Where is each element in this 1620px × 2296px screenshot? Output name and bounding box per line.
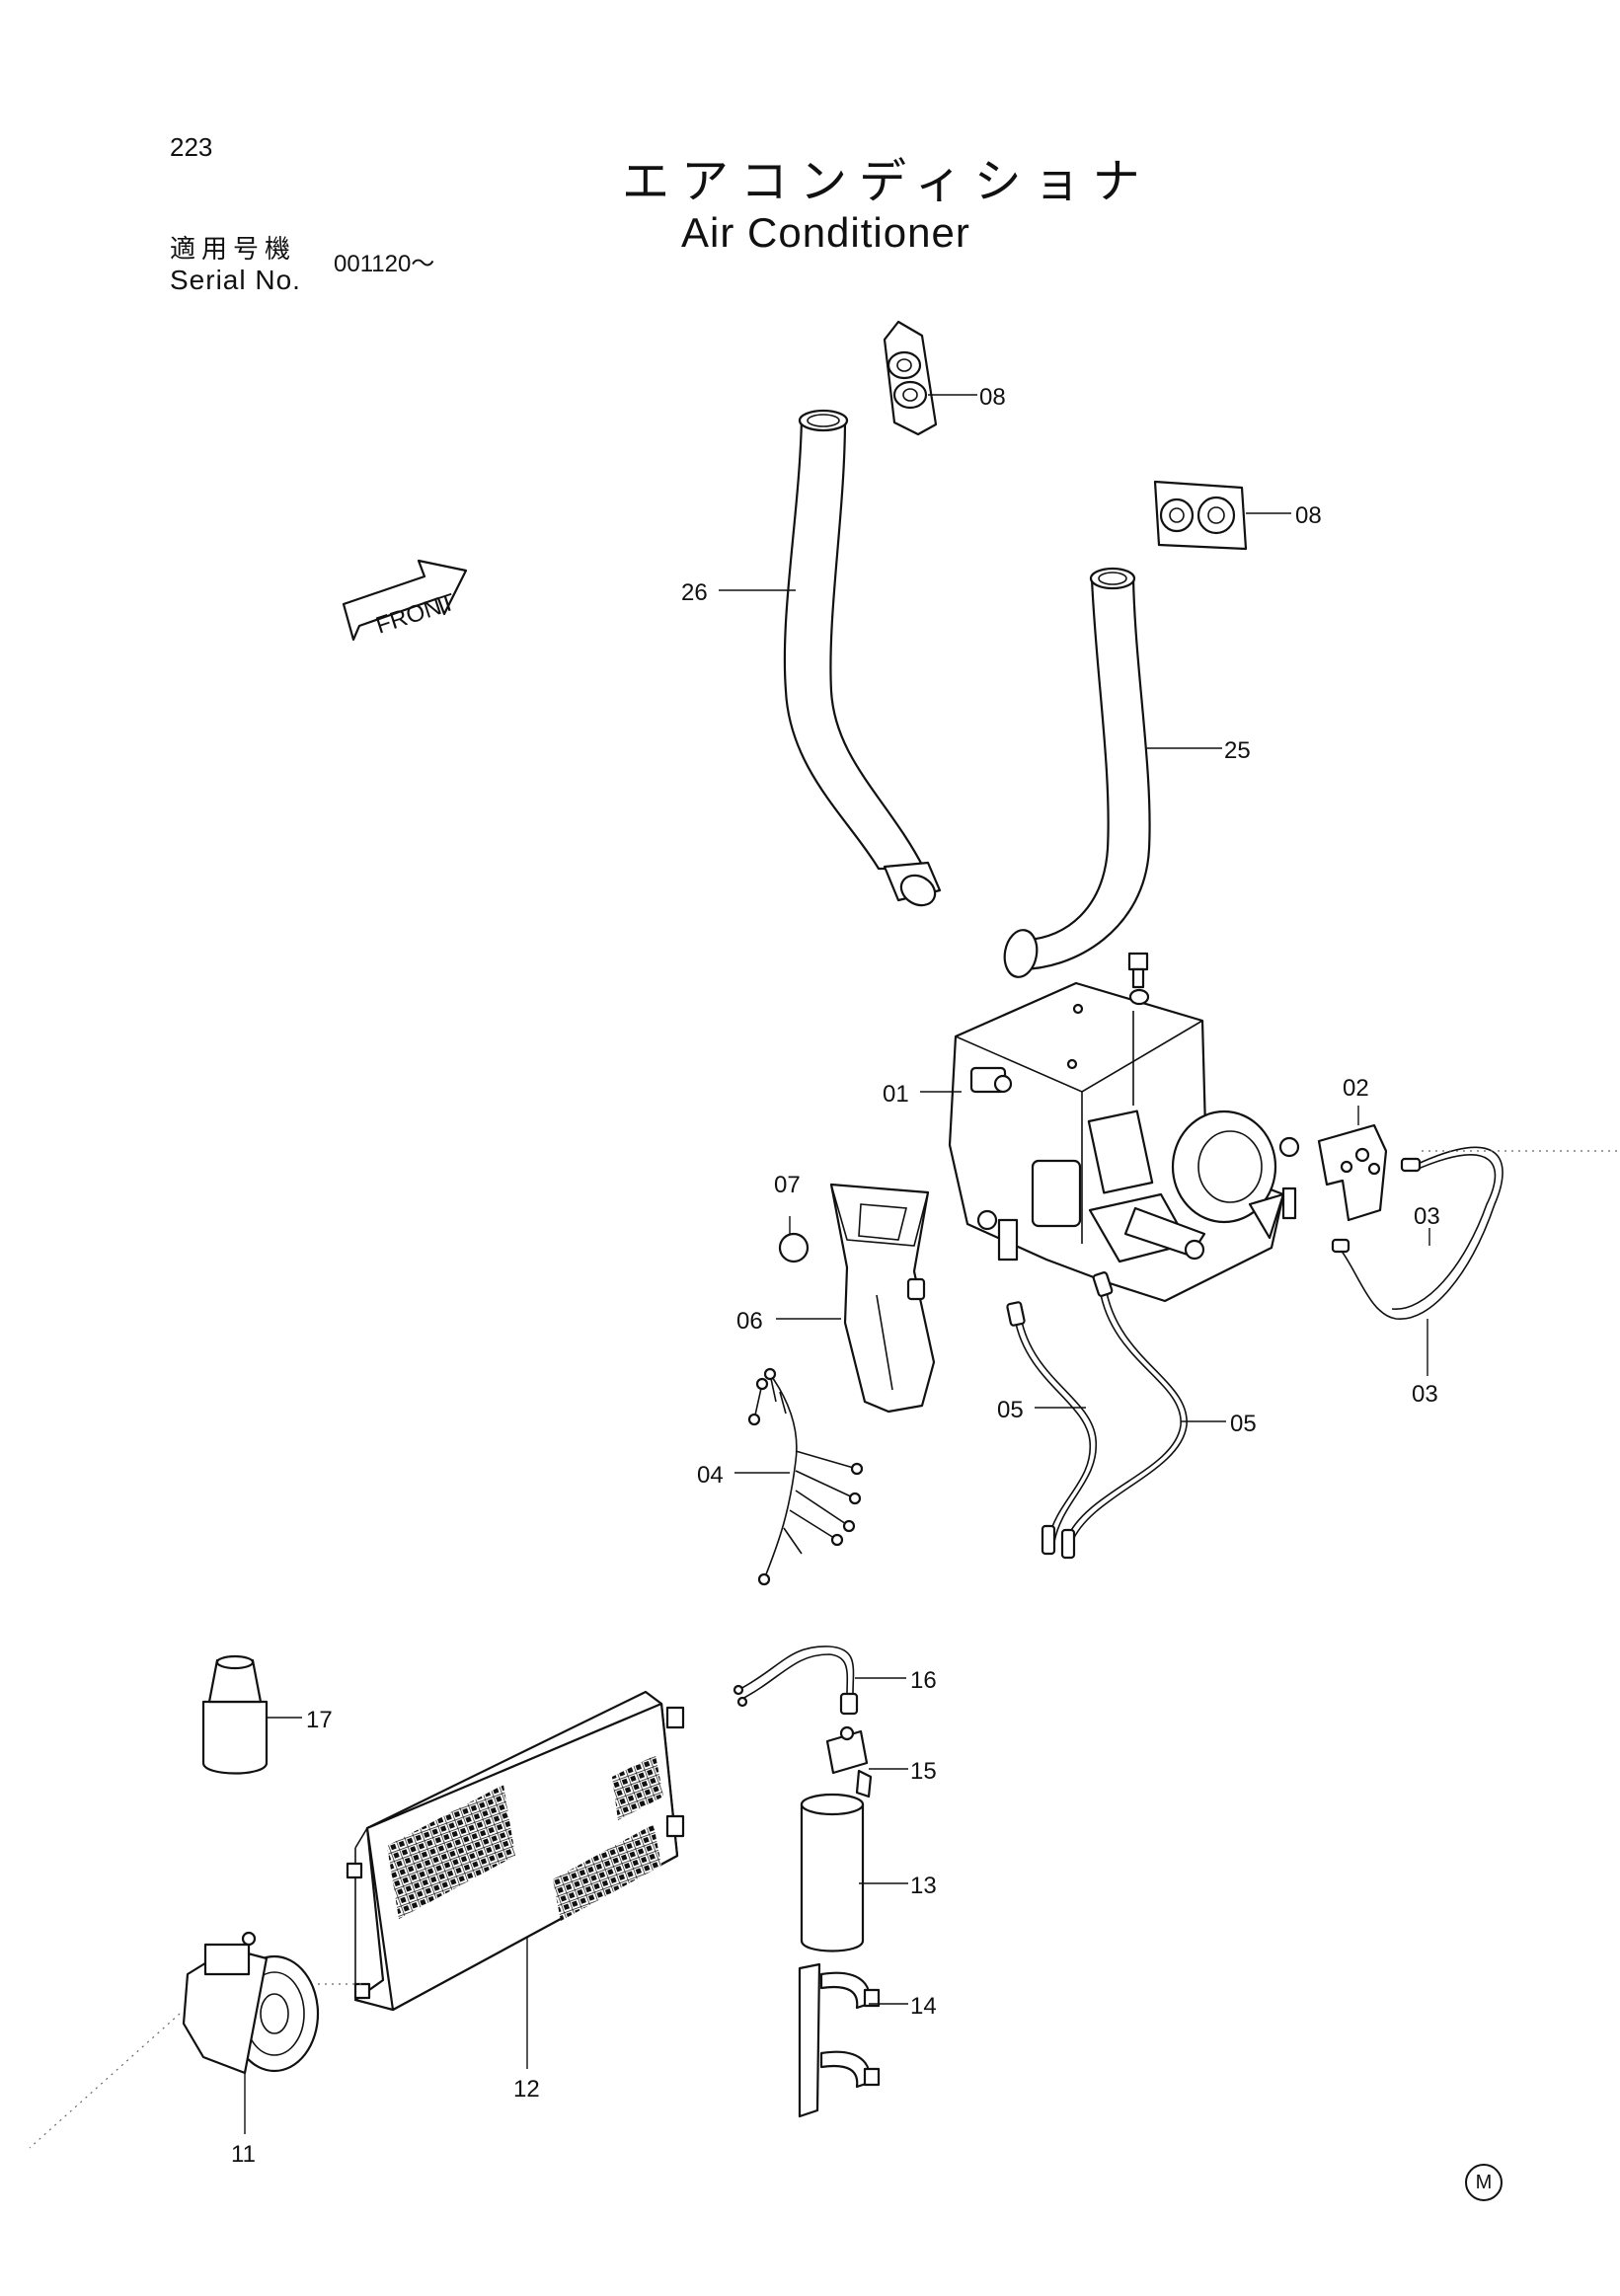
mounting-bracket-14 <box>798 1962 881 2118</box>
grommet-plate-upper <box>883 320 938 436</box>
filter-17 <box>201 1654 269 1775</box>
callout-03-upper: 03 <box>1414 1203 1440 1230</box>
air-duct-25 <box>1003 567 1151 978</box>
air-conditioner-unit <box>948 981 1285 1303</box>
callout-03-lower: 03 <box>1412 1381 1438 1408</box>
title-japanese: エアコンディショナ <box>622 154 1152 209</box>
callout-07: 07 <box>774 1172 801 1198</box>
wire-harness-04 <box>747 1367 864 1586</box>
callout-01: 01 <box>883 1081 909 1108</box>
callout-25: 25 <box>1224 737 1251 764</box>
pressure-switch-15 <box>825 1725 873 1799</box>
refrigerant-hoses-05 <box>1006 1271 1188 1560</box>
callout-06: 06 <box>736 1308 763 1335</box>
callout-04: 04 <box>697 1462 724 1489</box>
callout-05-right: 05 <box>1230 1411 1257 1437</box>
callout-26: 26 <box>681 579 708 606</box>
callout-08-upper: 08 <box>979 384 1006 411</box>
bolt-top <box>1127 952 1150 1006</box>
callout-05-left: 05 <box>997 1397 1024 1423</box>
condenser-12 <box>346 1690 685 2012</box>
callout-12: 12 <box>513 2076 540 2103</box>
callout-13: 13 <box>910 1873 937 1899</box>
front-direction-arrow: FRONT <box>342 559 468 642</box>
grommet-07 <box>778 1232 810 1263</box>
callout-02: 02 <box>1343 1075 1369 1102</box>
wire-harness-03 <box>1331 1146 1504 1320</box>
callout-17: 17 <box>306 1707 333 1733</box>
serial-label-english: Serial No. <box>170 265 301 295</box>
grommet-plate-right <box>1153 480 1248 551</box>
air-duct-26 <box>783 409 942 907</box>
serial-label-japanese: 適用号機 <box>170 235 297 265</box>
title-english: Air Conditioner <box>681 209 970 256</box>
callout-14: 14 <box>910 1993 937 2020</box>
callout-15: 15 <box>910 1758 937 1785</box>
page-number: 223 <box>170 132 213 162</box>
compressor-11 <box>182 1931 320 2075</box>
serial-number-range: 001120～ <box>334 251 435 277</box>
callout-08-right: 08 <box>1295 502 1322 529</box>
manufacturer-mark: M <box>1465 2164 1503 2201</box>
duct-06 <box>829 1183 936 1414</box>
switch-bracket-02 <box>1278 1123 1388 1222</box>
receiver-dryer-13 <box>800 1793 865 1952</box>
callout-16: 16 <box>910 1667 937 1694</box>
pressure-switch-wire-16 <box>733 1645 859 1716</box>
callout-11: 11 <box>231 2141 256 2168</box>
